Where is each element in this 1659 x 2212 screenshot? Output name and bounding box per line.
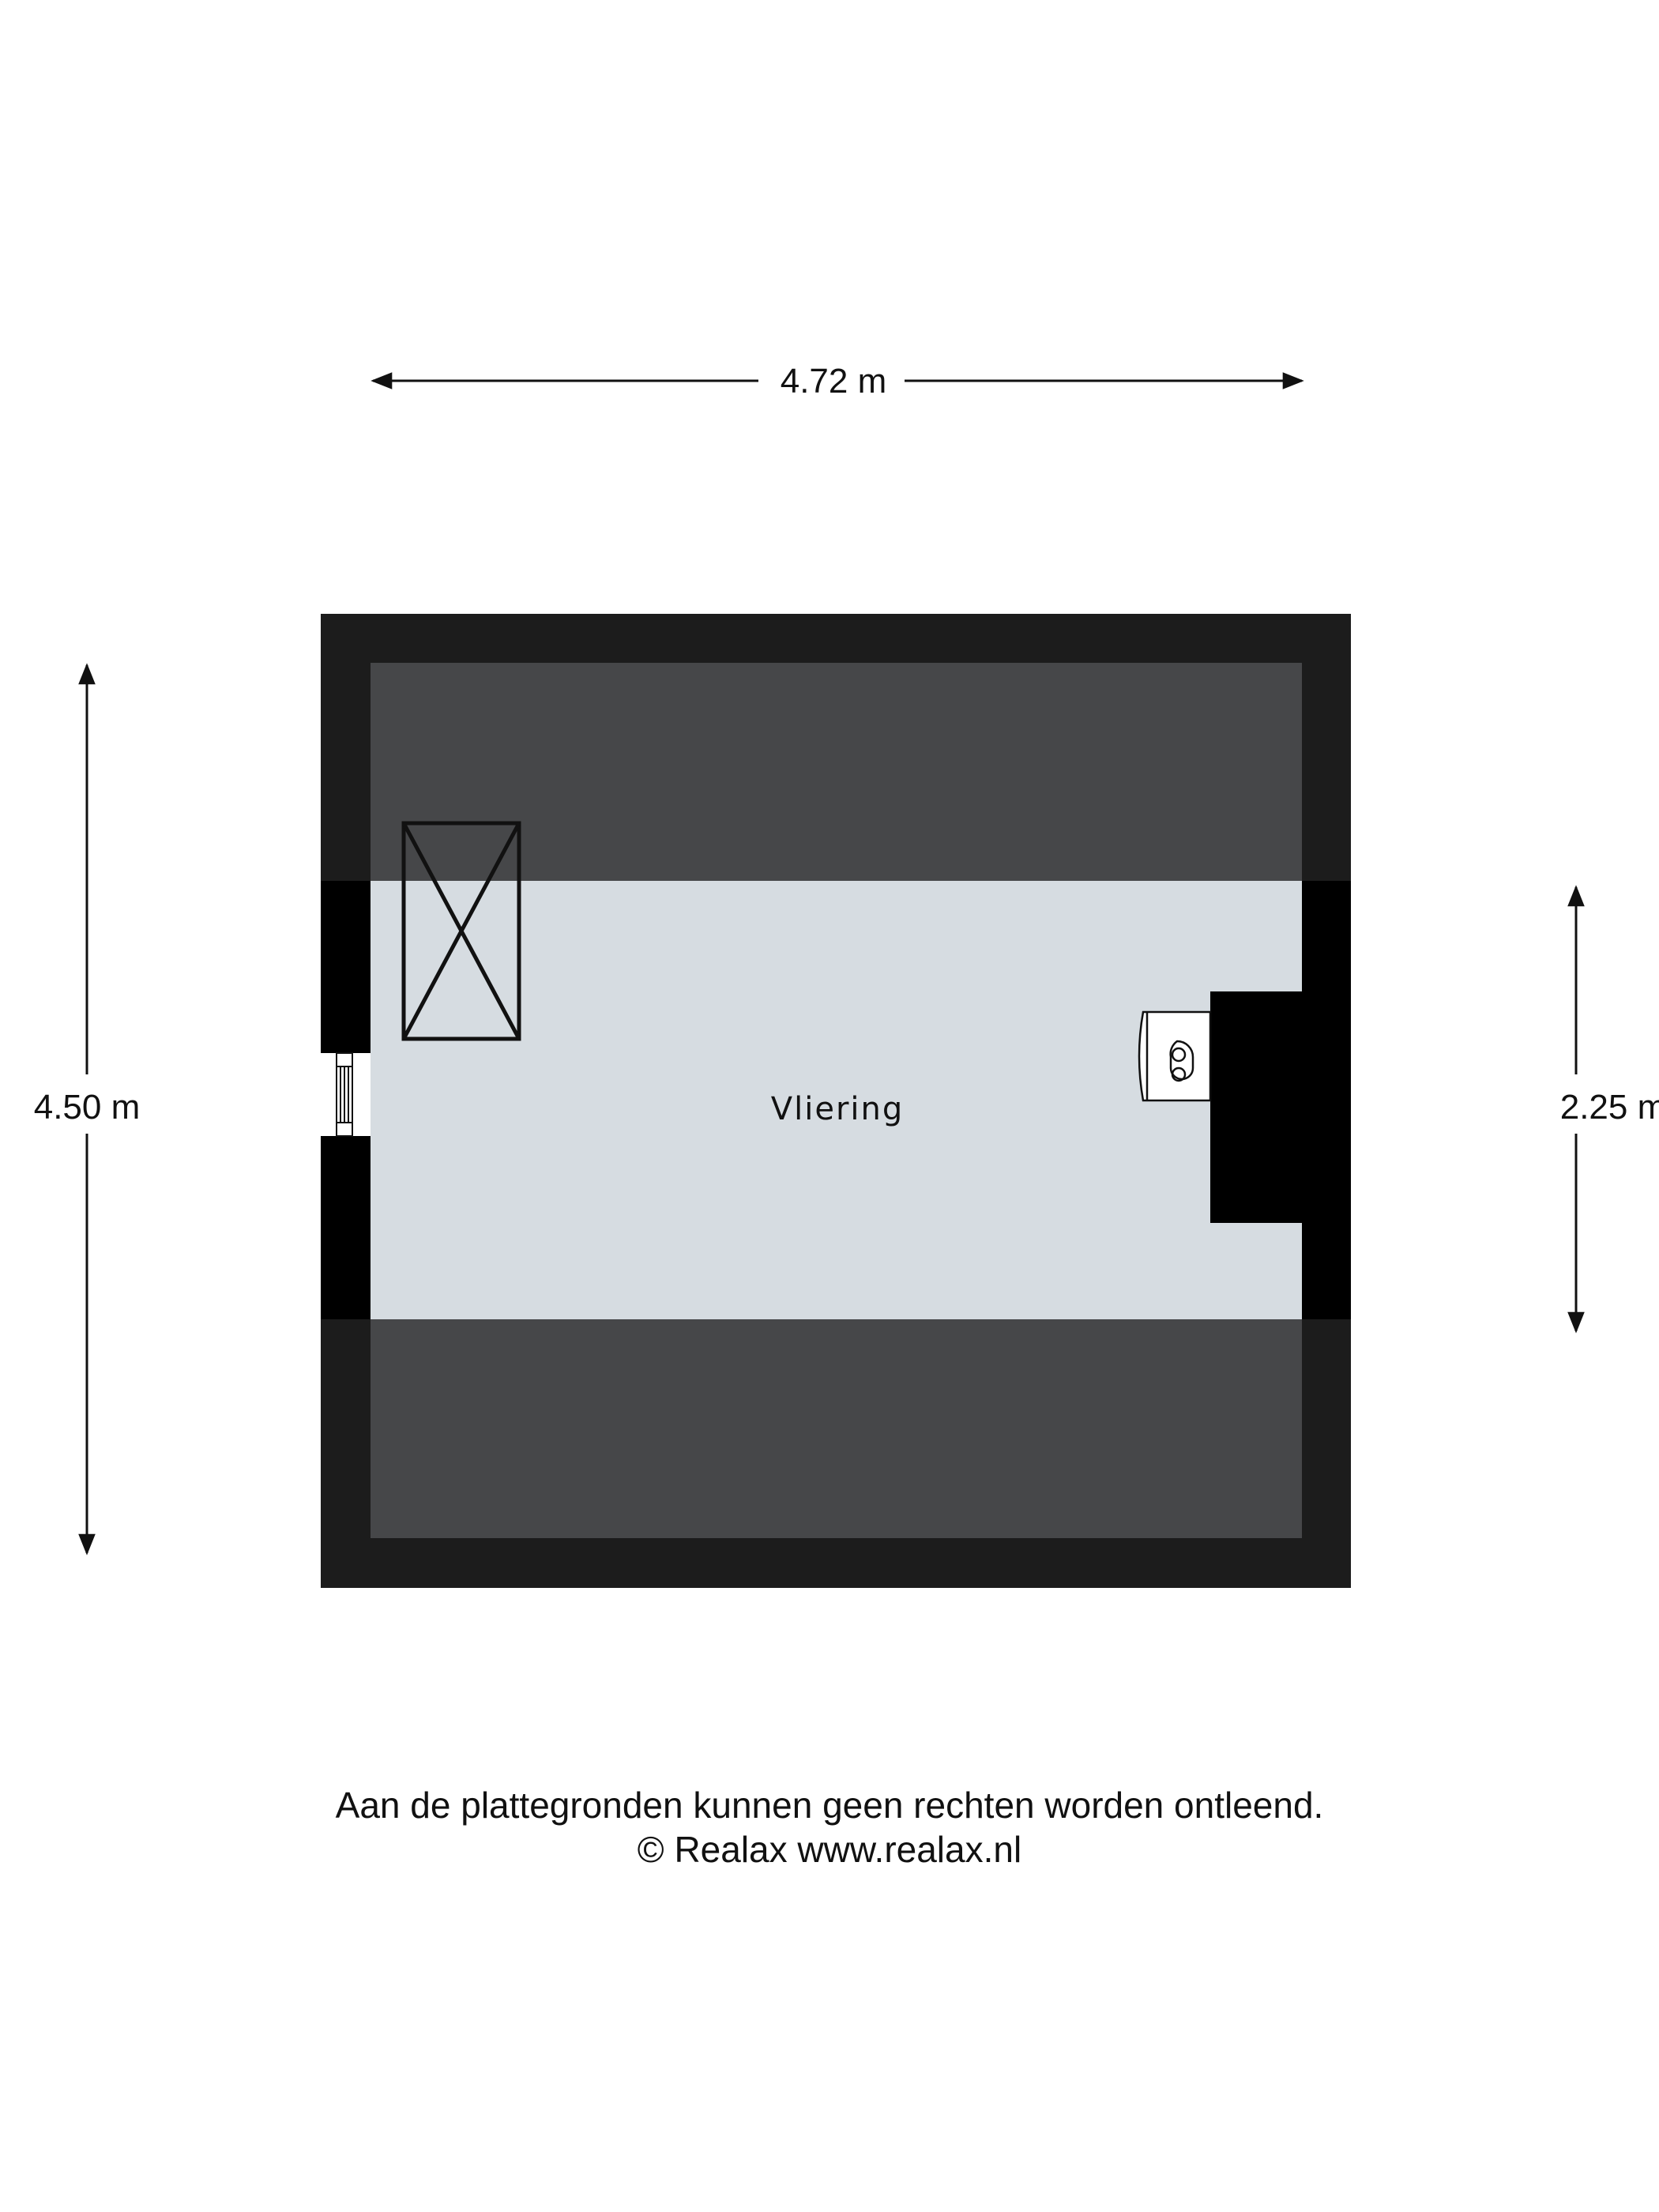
roof-hatch [401,821,521,1041]
wall-left-upper [321,881,371,1053]
dimension-width-label: 4.72 m [781,362,887,401]
dimension-height-left-label: 4.50 m [34,1088,141,1127]
chimney-block [1210,991,1302,1223]
boiler-fixture [1138,1010,1212,1102]
dimension-height-right: 2.25 m [1560,885,1659,1334]
wall-right [1302,881,1351,1319]
dimension-height-left: 4.50 m [34,663,141,1556]
room-label: Vliering [771,1091,905,1127]
footer-copyright: © Realax www.realax.nl [637,1829,1022,1870]
low-ceiling-zone-bottom [371,1319,1302,1538]
window [336,1052,353,1137]
footer-disclaimer: Aan de plattegronden kunnen geen rechten… [335,1785,1324,1826]
low-ceiling-zone-top [371,663,1302,881]
dimension-height-right-label: 2.25 m [1560,1088,1659,1127]
wall-left-lower [321,1136,371,1319]
dimension-width: 4.72 m [371,362,1304,401]
